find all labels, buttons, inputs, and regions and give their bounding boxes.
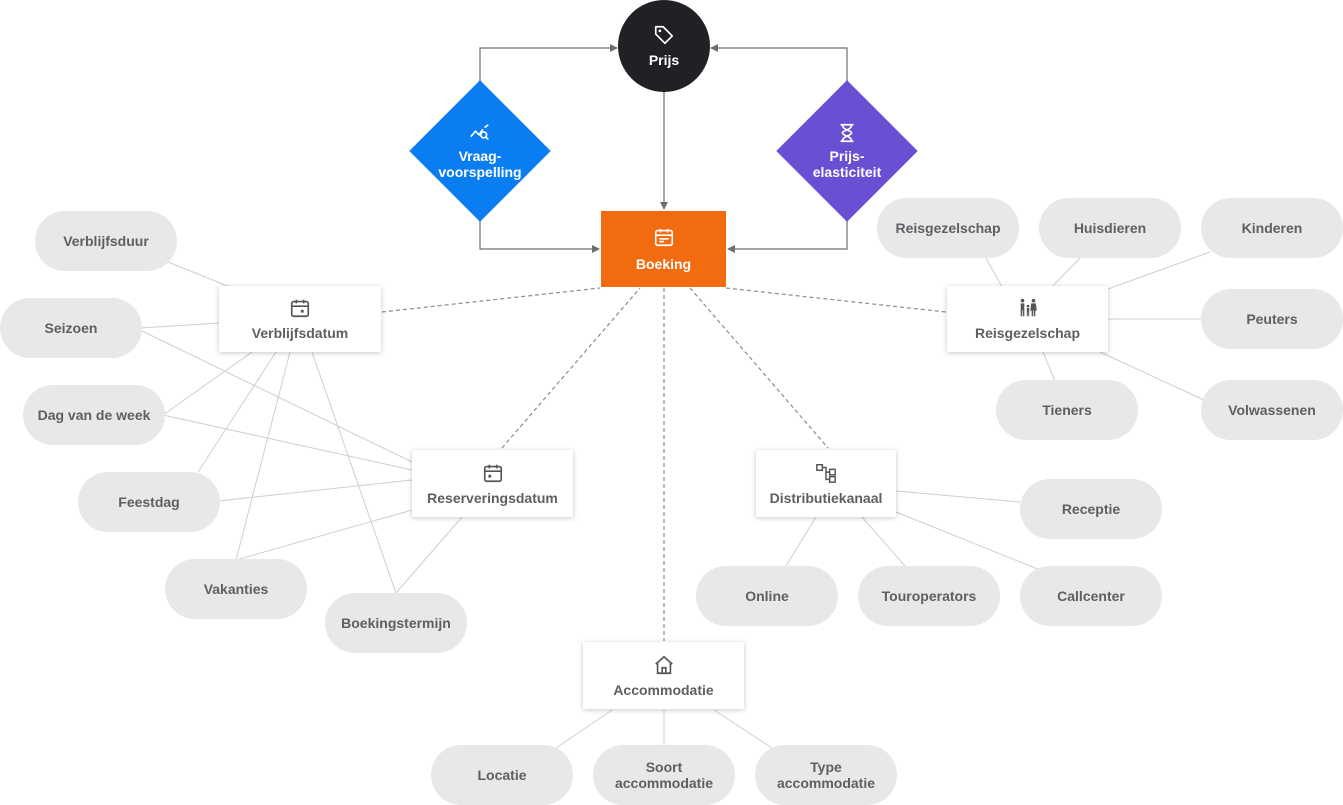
distributiekanaal-label: Distributiekanaal	[769, 489, 883, 506]
reisgezelschap-card: Reisgezelschap	[947, 286, 1108, 352]
type-line1: Type	[810, 759, 842, 775]
network-icon	[816, 463, 836, 483]
pill-soort-accommodatie: Soort accommodatie	[593, 745, 735, 805]
pill-receptie: Receptie	[1020, 479, 1162, 539]
pill-kinderen: Kinderen	[1201, 198, 1343, 258]
pill-online: Online	[696, 566, 838, 626]
vraagvoorspelling-node: Vraag- voorspelling	[410, 81, 550, 221]
pill-touroperators: Touroperators	[858, 566, 1000, 626]
pill-peuters: Peuters	[1201, 289, 1343, 349]
prijselasticiteit-line2: elasticiteit	[812, 164, 882, 180]
trend-search-icon	[470, 124, 489, 141]
distributiekanaal-card: Distributiekanaal	[756, 450, 896, 517]
verblijfsdatum-card: Verblijfsdatum	[219, 286, 381, 352]
soort-line2: accommodatie	[614, 775, 714, 791]
attribute-connectors	[139, 251, 1211, 749]
accommodatie-card: Accommodatie	[583, 642, 744, 709]
tag-icon	[654, 25, 674, 45]
pill-feestdag: Feestdag	[78, 472, 220, 532]
verblijfsdatum-label: Verblijfsdatum	[251, 325, 349, 341]
family-icon	[1020, 298, 1037, 317]
reisgezelschap-label: Reisgezelschap	[974, 325, 1081, 341]
boeking-label: Boeking	[635, 256, 692, 272]
calendar-icon	[290, 299, 310, 318]
category-connectors	[381, 287, 947, 641]
hourglass-icon	[840, 123, 854, 143]
prijselasticiteit-line1: Prijs-	[829, 148, 865, 164]
vraagvoorspelling-line2: voorspelling	[438, 164, 522, 180]
pill-seizoen: Seizoen	[0, 298, 142, 358]
prijselasticiteit-node: Prijs- elasticiteit	[777, 81, 917, 221]
pill-locatie: Locatie	[431, 745, 573, 805]
reserveringsdatum-card: Reserveringsdatum	[412, 450, 573, 517]
pill-dag-van-de-week: Dag van de week	[23, 385, 165, 445]
pill-boekingstermijn: Boekingstermijn	[325, 593, 467, 653]
pill-verblijfsduur: Verblijfsduur	[35, 211, 177, 271]
boeking-node: Boeking	[601, 211, 726, 287]
soort-line1: Soort	[645, 759, 683, 775]
pill-huisdieren: Huisdieren	[1039, 198, 1181, 258]
prijs-label: Prijs	[648, 52, 680, 68]
accommodatie-label: Accommodatie	[613, 681, 714, 698]
core-arrows	[476, 44, 851, 253]
pill-tieners: Tieners	[996, 380, 1138, 440]
calendar-icon	[654, 228, 673, 247]
reserveringsdatum-label: Reserveringsdatum	[427, 489, 558, 506]
calendar-icon	[483, 464, 502, 482]
pill-volwassenen: Volwassenen	[1201, 380, 1343, 440]
house-icon	[654, 655, 673, 674]
pill-reisgezelschap: Reisgezelschap	[877, 198, 1019, 258]
pill-type-accommodatie: Type accommodatie	[755, 745, 897, 805]
pill-vakanties: Vakanties	[165, 559, 307, 619]
pill-callcenter: Callcenter	[1020, 566, 1162, 626]
vraagvoorspelling-line1: Vraag-	[458, 148, 502, 164]
type-line2: accommodatie	[776, 775, 876, 791]
prijs-node: Prijs	[618, 0, 710, 92]
